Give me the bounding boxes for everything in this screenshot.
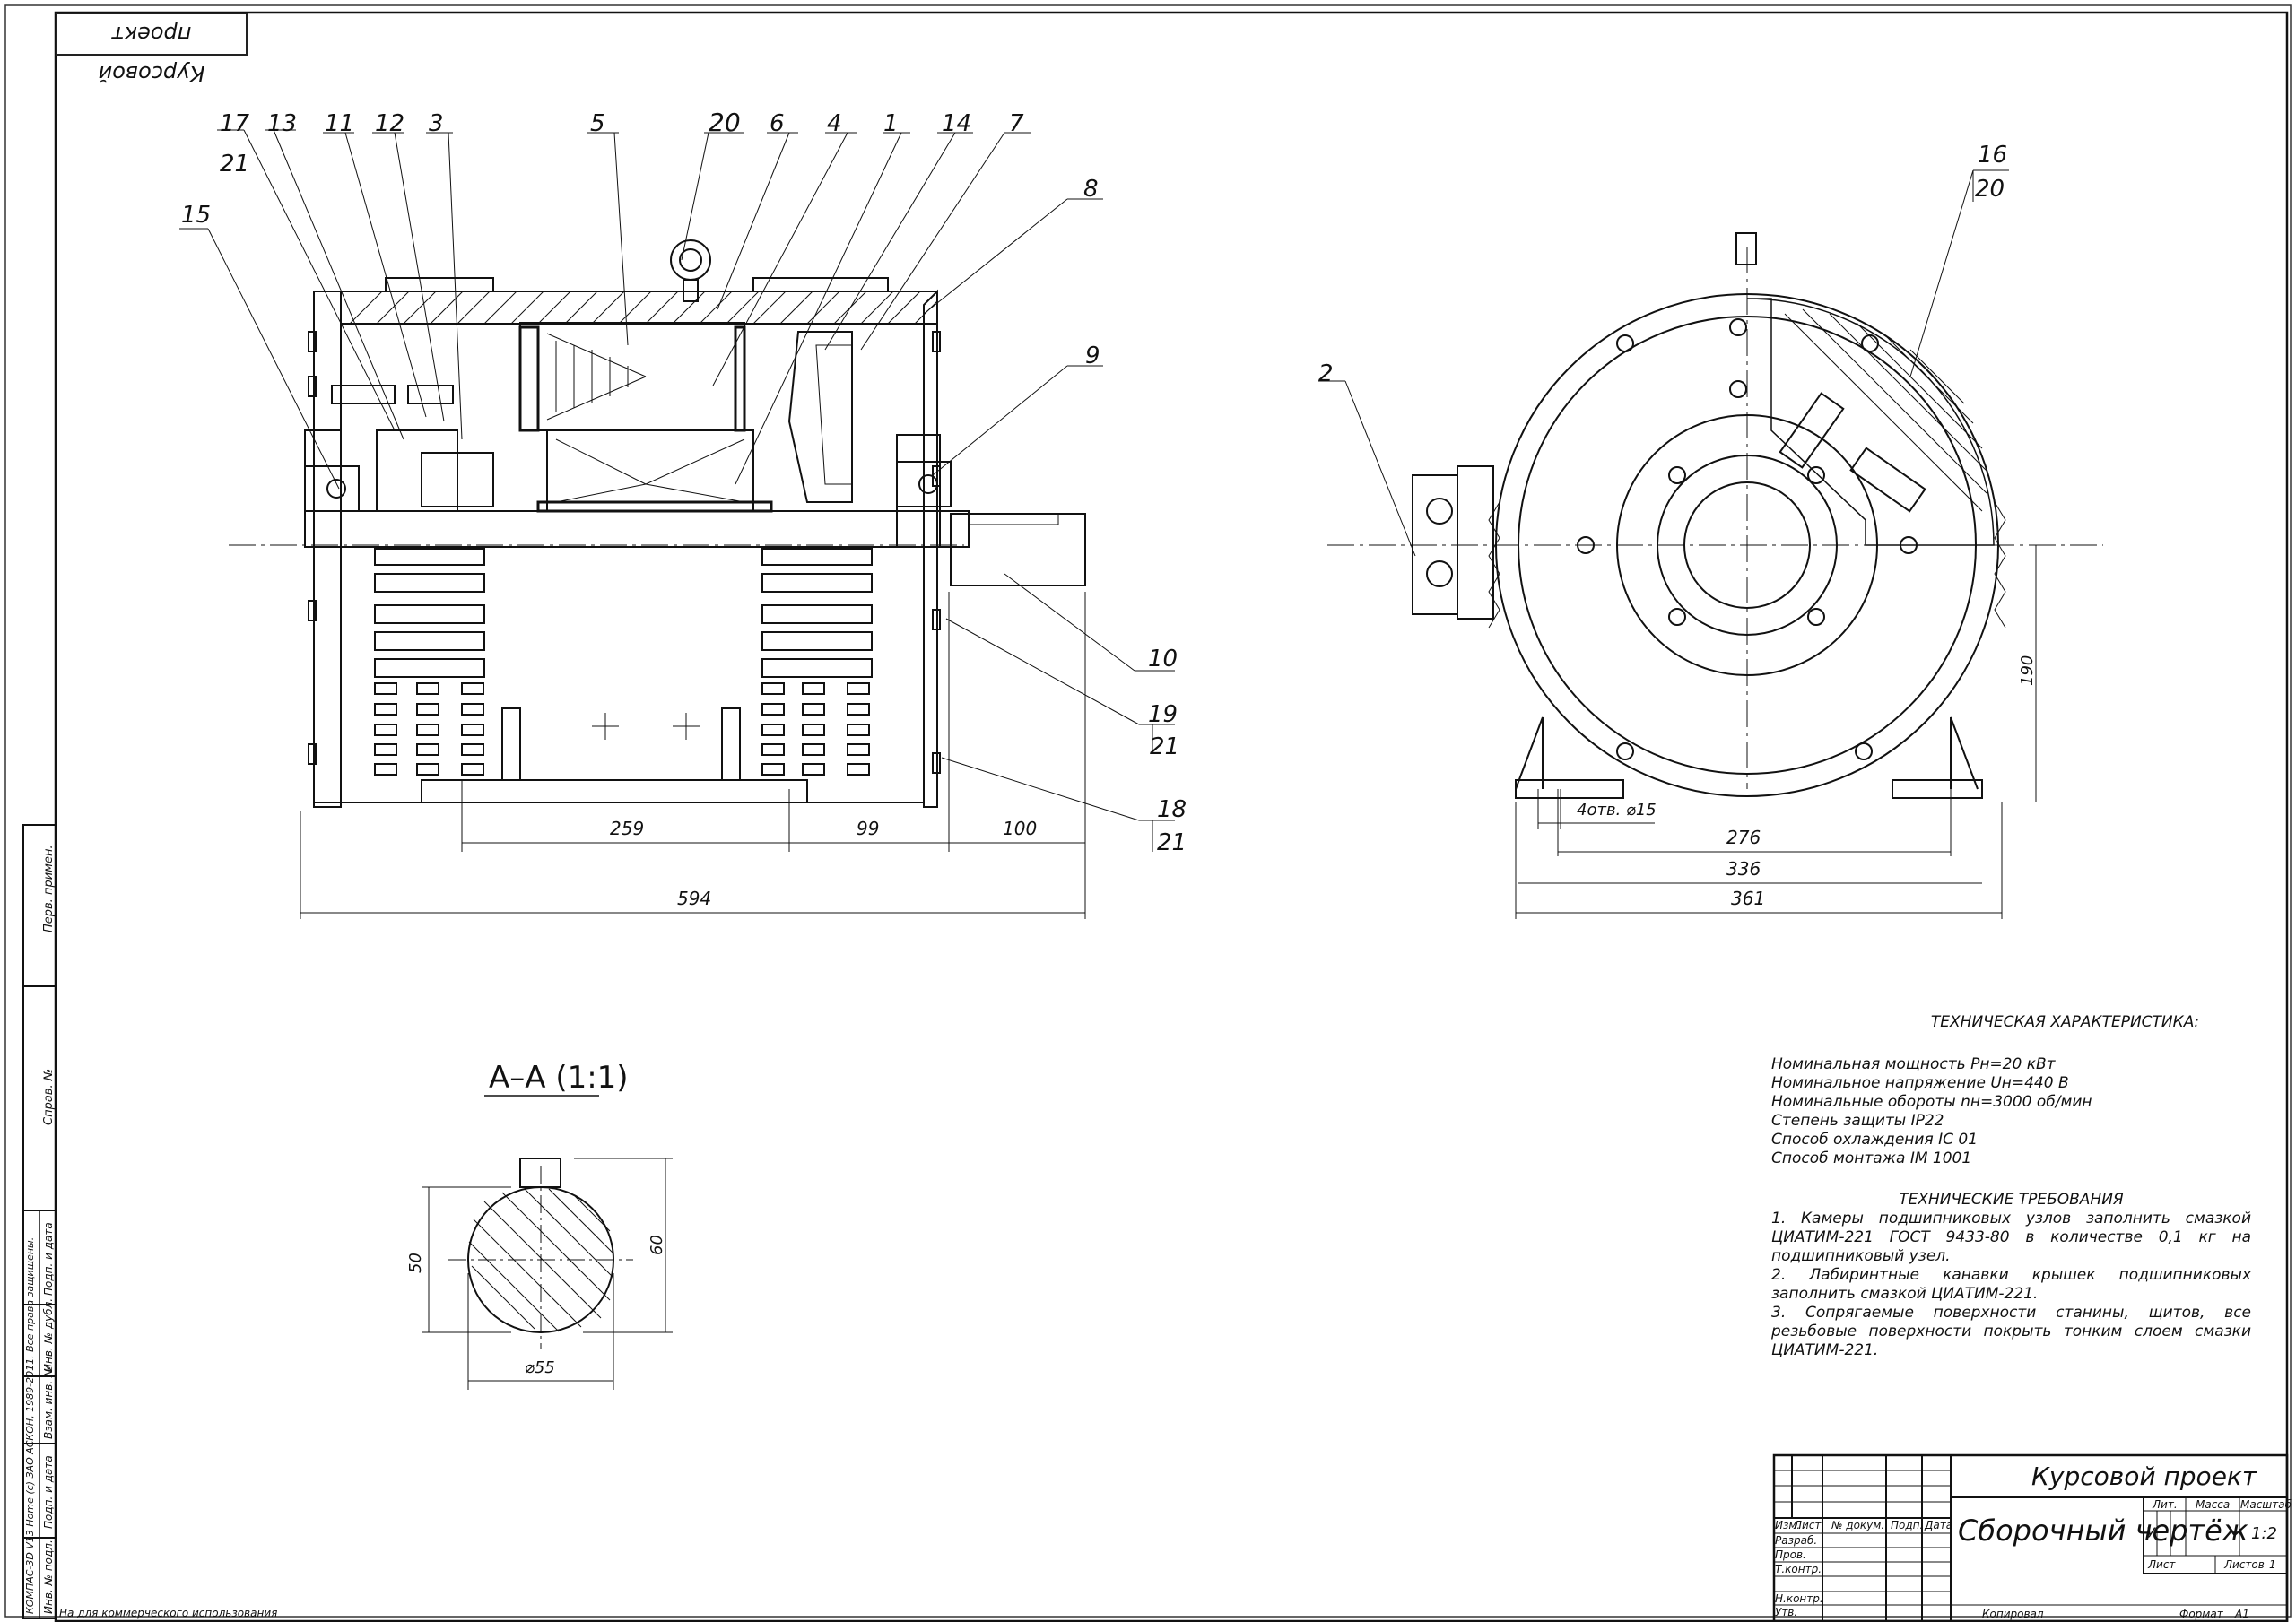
leader-10: 10 (1148, 646, 1178, 672)
strip-podp2: Подп. и дата (42, 1455, 55, 1529)
spec-line: Способ охлаждения IC 01 (1771, 1131, 1979, 1149)
tb-utv: Утв. (1775, 1606, 1798, 1618)
tb-format-value: A1 (2235, 1608, 2249, 1620)
dim-60: 60 (648, 1235, 666, 1255)
leader-20: 20 (709, 108, 741, 137)
section-aa (422, 1095, 673, 1390)
dim-50: 50 (406, 1253, 425, 1273)
dim-190: 190 (2018, 655, 2037, 686)
strip-inv-podl: Инв. № подл. (42, 1540, 55, 1614)
leader-19: 19 (1148, 701, 1178, 728)
leader-14: 14 (942, 110, 972, 137)
leader-21a: 21 (220, 151, 250, 178)
tb-sheets: Листов (2224, 1558, 2265, 1571)
top-stamp-text: Курсовой проект (98, 22, 205, 86)
leader-2: 2 (1318, 360, 1334, 387)
tb-tkontr: Т.контр. (1775, 1563, 1822, 1575)
leader-6: 6 (770, 110, 785, 137)
dim-276: 276 (1726, 827, 1761, 848)
spec-line: Способ монтажа IM 1001 (1771, 1149, 1972, 1167)
spec-line: Номинальные обороты nн=3000 об/мин (1771, 1093, 2092, 1111)
leader-18: 18 (1157, 796, 1187, 823)
requirement-item: 2. Лабиринтные канавки крышек подшипнико… (1771, 1266, 2251, 1303)
requirement-item: 1. Камеры подшипниковых узлов заполнить … (1771, 1210, 2251, 1265)
strip-sprav: Справ. № (42, 1068, 56, 1125)
technical-characteristics: ТЕХНИЧЕСКАЯ ХАРАКТЕРИСТИКА: Номинальная … (1771, 1013, 2251, 1168)
tb-mass: Масса (2196, 1498, 2231, 1511)
tb-sign: Подп. (1891, 1519, 1924, 1531)
dim-594: 594 (677, 888, 712, 909)
spec-line: Номинальная мощность Рн=20 кВт (1771, 1055, 2056, 1073)
leader-lines-main (179, 129, 1175, 852)
leader-8: 8 (1083, 176, 1099, 203)
tb-nkontr: Н.контр. (1775, 1592, 1823, 1605)
tb-project: Курсовой проект (2031, 1462, 2257, 1491)
dim-100: 100 (1003, 818, 1038, 839)
tb-copied: Копировал (1982, 1608, 2044, 1620)
requirement-item: 3. Сопрягаемые поверхности станины, щито… (1771, 1304, 2251, 1359)
main-section-view (229, 239, 1086, 808)
title-block-grid (1772, 1453, 2289, 1622)
tb-lit: Лит. (2152, 1498, 2178, 1511)
tb-sheets-value: 1 (2269, 1558, 2276, 1571)
leader-12: 12 (375, 110, 405, 137)
tb-format-label: Формат (2179, 1608, 2223, 1620)
spec-line: Номинальное напряжение Uн=440 В (1771, 1074, 2069, 1092)
leader-13: 13 (267, 110, 298, 137)
leader-1: 1 (883, 110, 899, 137)
specs-heading: ТЕХНИЧЕСКАЯ ХАРАКТЕРИСТИКА: (1930, 1013, 2200, 1031)
tb-lit-value: У (2146, 1524, 2155, 1541)
tb-drawing: Сборочный чертёж (1958, 1514, 2248, 1548)
tb-scale-value: 1:2 (2251, 1524, 2277, 1543)
dim-holes: 4отв. ⌀15 (1577, 801, 1657, 820)
leader-16: 16 (1978, 142, 2008, 169)
side-view-annotations (1318, 169, 2037, 919)
tb-razrab: Разраб. (1775, 1534, 1818, 1547)
dim-361: 361 (1731, 888, 1766, 909)
leader-17: 17 (220, 110, 250, 137)
tb-izm: Изм. (1775, 1519, 1801, 1531)
leader-7: 7 (1009, 110, 1024, 137)
requirements-heading: ТЕХНИЧЕСКИЕ ТРЕБОВАНИЯ (1899, 1191, 2124, 1209)
dim-d55: ⌀55 (525, 1358, 555, 1377)
spec-line: Степень защиты IP22 (1771, 1112, 1944, 1130)
strip-inv-dubl: Инв. № дубл. (42, 1297, 55, 1372)
dim-259: 259 (610, 818, 645, 839)
tb-list: Лист (1794, 1519, 1822, 1531)
section-title: А–А (1:1) (489, 1060, 629, 1096)
tb-sheet: Лист (2148, 1558, 2176, 1571)
leader-11: 11 (325, 110, 355, 137)
leader-3: 3 (429, 110, 444, 137)
tb-doc: № докум. (1831, 1519, 1885, 1531)
leader-20b: 20 (1975, 176, 2005, 203)
technical-requirements: ТЕХНИЧЕСКИЕ ТРЕБОВАНИЯ 1. Камеры подшипн… (1771, 1191, 2251, 1360)
dim-336: 336 (1726, 858, 1761, 880)
tb-date: Дата (1925, 1519, 1953, 1531)
dim-99: 99 (857, 818, 880, 839)
tb-scale-label: Масштаб (2240, 1498, 2292, 1511)
leader-21c: 21 (1157, 829, 1187, 856)
leader-15: 15 (181, 202, 212, 229)
leader-4: 4 (827, 110, 842, 137)
tb-prov: Пров. (1775, 1548, 1806, 1561)
leader-5: 5 (590, 110, 605, 137)
leader-21b: 21 (1150, 733, 1180, 760)
strip-podp1: Подп. и дата (42, 1222, 55, 1296)
footer-note: На для коммерческого использования (59, 1607, 278, 1619)
side-strip-grid (22, 824, 57, 1619)
side-view (1327, 232, 2103, 799)
strip-kompas: КОМПАС-3D V13 Home (с) ЗАО АСКОН, 1989-2… (24, 1236, 36, 1614)
strip-vzam: Взам. инв. № (42, 1366, 55, 1439)
top-stamp: Курсовой проект (56, 13, 248, 86)
leader-9: 9 (1085, 343, 1100, 369)
dimension-lines-main (300, 592, 1086, 919)
strip-perv: Перв. примен. (42, 845, 56, 932)
